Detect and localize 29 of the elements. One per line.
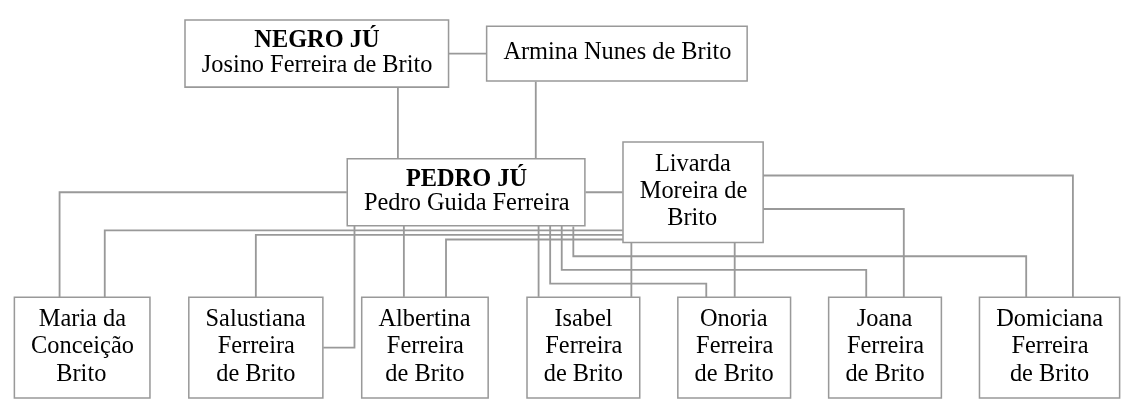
- node-box: Salustiana Ferreira de Brito: [188, 296, 324, 399]
- node-box: Livarda Moreira de Brito: [622, 140, 764, 243]
- connector: [630, 241, 633, 298]
- connector: [402, 224, 405, 298]
- connector: [584, 190, 624, 193]
- connector: [254, 233, 624, 298]
- connector: [572, 225, 1028, 298]
- connector: [537, 224, 540, 298]
- connector: [534, 80, 537, 159]
- connector: [549, 224, 708, 298]
- connector: [397, 85, 399, 159]
- connector: [762, 174, 1074, 298]
- connector: [733, 241, 736, 298]
- node-box: Onoria Ferreira de Brito: [677, 296, 792, 399]
- node-box: PEDRO JÚ Pedro Guida Ferreira: [346, 157, 586, 226]
- node-box: Isabel Ferreira de Brito: [526, 296, 641, 399]
- node-box: Albertina Ferreira de Brito: [360, 296, 489, 399]
- connector: [103, 228, 624, 298]
- node-box: Domiciana Ferreira de Brito: [978, 296, 1121, 399]
- node-box: Maria da Conceição Brito: [13, 296, 151, 399]
- node-box: Armina Nunes de Brito: [485, 24, 748, 82]
- node-box: Joana Ferreira de Brito: [827, 296, 943, 399]
- connector: [445, 238, 624, 298]
- connector: [58, 190, 348, 298]
- connector: [322, 224, 356, 349]
- node-box: NEGRO JÚ Josino Ferreira de Brito: [184, 18, 450, 88]
- connector: [762, 207, 905, 298]
- connector: [560, 224, 868, 298]
- connector: [447, 52, 488, 55]
